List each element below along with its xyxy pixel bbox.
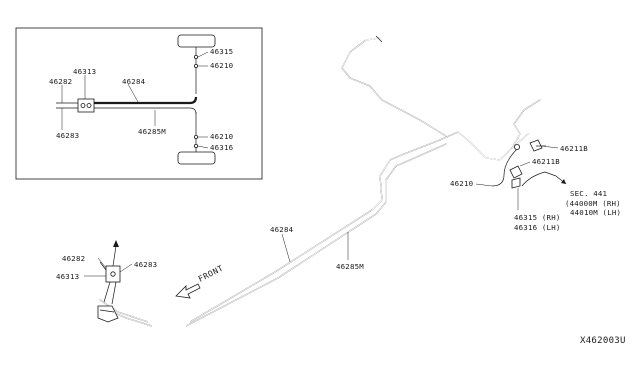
leader-46284-inset [127, 83, 139, 103]
label-46211b-upper: 46211B [560, 144, 588, 153]
upper-tube-outer [341, 37, 447, 137]
hose-to-caliper [521, 171, 557, 187]
main-tube-second-inner [103, 143, 447, 327]
label-46211b-lower: 46211B [532, 157, 560, 166]
label-sec-441: SEC. 441 [570, 189, 607, 198]
label-46284-main: 46284 [270, 225, 294, 234]
main-routing: FRONT 46211B 46211B 46210 SEC. 441 (4400… [56, 35, 626, 346]
inset-connector-block [77, 98, 95, 113]
label-inset-46315: 46315 [210, 47, 233, 56]
main-tube-outer [99, 131, 529, 323]
leader-46211b-upper [541, 145, 559, 149]
rear-joint [193, 134, 198, 139]
rear-wheel-icon [177, 151, 216, 165]
rear-connector-nut [110, 271, 116, 277]
inset-tube-upper [92, 96, 198, 105]
rear-connector-tube-b [111, 281, 117, 305]
label-46285m-main: 46285M [336, 262, 364, 271]
label-46282-main: 46282 [62, 254, 85, 263]
front-arrow-icon [175, 283, 201, 299]
front-label: FRONT [197, 263, 225, 283]
hose-joint-46210 [514, 143, 521, 150]
leader-46315-inset [197, 51, 209, 58]
upper-tube-end [375, 35, 383, 43]
label-inset-46285m: 46285M [138, 127, 166, 136]
label-inset-46316: 46316 [210, 143, 233, 152]
leader-46282-main [97, 257, 107, 269]
label-46316-lh: 46316 (LH) [514, 223, 561, 232]
right-branch-inner [511, 99, 541, 149]
inset-connector-nut-a [80, 103, 86, 108]
front-hose [491, 147, 519, 187]
leader-46211b-lower [519, 161, 531, 167]
label-inset-46313: 46313 [73, 67, 96, 76]
rear-up-tube [112, 245, 117, 267]
rear-hose-joint [193, 143, 198, 148]
label-46315-rh: 46315 (RH) [514, 213, 561, 222]
label-44000m-rh: (44000M (RH) [565, 199, 621, 208]
leader-46210-main [475, 183, 493, 187]
rear-connector-tube-a [103, 281, 111, 303]
front-direction-indicator: FRONT [175, 263, 225, 299]
inset-tube-lower [92, 107, 197, 115]
label-inset-46283: 46283 [56, 131, 79, 140]
front-joint [193, 64, 198, 69]
main-tube-second-outer [103, 143, 447, 327]
upper-tube-inner [341, 37, 447, 137]
bracket-upper [529, 139, 546, 152]
label-46283-main: 46283 [134, 260, 157, 269]
label-inset-46210-top: 46210 [210, 61, 233, 70]
leader-46316-inset [197, 145, 209, 149]
rear-assembly [97, 240, 121, 323]
label-inset-46282: 46282 [49, 77, 72, 86]
diagram-code: X462003U [580, 336, 626, 346]
front-wheel-icon [177, 34, 216, 48]
leader-46284-main [281, 233, 291, 263]
label-inset-46210-bottom: 46210 [210, 132, 233, 141]
label-inset-46284: 46284 [122, 77, 146, 86]
rear-left-tube [99, 261, 107, 271]
caliper-arrow-head [561, 179, 566, 184]
main-tube-inner [99, 131, 529, 323]
inset-panel: 46315 46210 46313 46282 46284 46283 4628… [15, 27, 263, 180]
label-46210-main: 46210 [450, 179, 473, 188]
rear-bracket [97, 305, 119, 323]
rear-up-arrow-head [113, 240, 119, 247]
label-46313-main: 46313 [56, 272, 79, 281]
inset-frame [15, 27, 263, 180]
front-hose-joint [193, 55, 198, 60]
rear-bracket-detail [99, 309, 115, 313]
label-44010m-lh: 44010M (LH) [570, 208, 621, 217]
inset-connector-nut-b [86, 103, 92, 108]
leader-46283-main [119, 263, 133, 273]
bracket-lower [509, 165, 523, 189]
